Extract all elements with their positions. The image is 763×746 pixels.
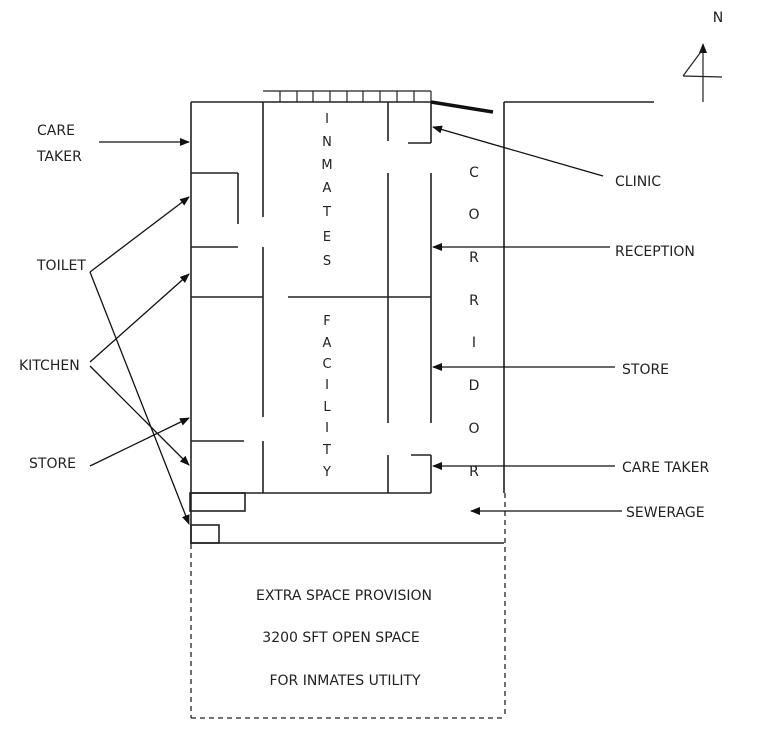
letter: I bbox=[325, 378, 329, 393]
north-compass-icon: N bbox=[682, 10, 723, 102]
letter: R bbox=[469, 464, 479, 480]
letter: A bbox=[323, 181, 332, 196]
label-clinic: CLINIC bbox=[615, 174, 661, 190]
letter: E bbox=[323, 230, 331, 245]
letter: C bbox=[469, 165, 479, 181]
letter: T bbox=[322, 205, 331, 220]
arrow-toilet-2 bbox=[89, 271, 190, 525]
arrow-toilet-1 bbox=[89, 196, 190, 273]
letter: O bbox=[468, 207, 479, 223]
arrow-clinic bbox=[432, 125, 604, 177]
right-pointer-arrows bbox=[432, 125, 622, 515]
letter: R bbox=[469, 293, 479, 309]
window-grille bbox=[263, 90, 494, 114]
extra-space-line1: EXTRA SPACE PROVISION bbox=[256, 588, 432, 604]
letter: A bbox=[323, 336, 332, 351]
extra-space-line3: FOR INMATES UTILITY bbox=[269, 673, 421, 689]
label-toilet: TOILET bbox=[36, 258, 86, 274]
label-store-right: STORE bbox=[622, 362, 669, 378]
letter: T bbox=[322, 443, 331, 458]
letter: F bbox=[323, 314, 330, 329]
left-pointer-arrows bbox=[89, 138, 190, 525]
arrow-kitchen-2 bbox=[89, 365, 190, 466]
letter: I bbox=[325, 112, 329, 127]
label-care-taker-left-line2: TAKER bbox=[36, 149, 82, 165]
letter: O bbox=[468, 421, 479, 437]
letter: C bbox=[322, 357, 331, 372]
label-care-taker-left: CARE bbox=[37, 123, 75, 139]
compass-north-label: N bbox=[713, 10, 723, 26]
gate-icon bbox=[430, 100, 494, 114]
inmates-text: I N M A T E S bbox=[321, 112, 332, 269]
corridor-text: C O R R I D O R bbox=[468, 165, 479, 480]
arrow-store-left bbox=[89, 417, 190, 467]
letter: N bbox=[322, 135, 332, 150]
label-reception: RECEPTION bbox=[615, 244, 695, 260]
arrow-kitchen-1 bbox=[89, 273, 190, 363]
label-sewerage: SEWERAGE bbox=[626, 505, 705, 521]
letter: S bbox=[323, 254, 331, 269]
letter: I bbox=[325, 421, 329, 436]
letter: D bbox=[469, 378, 480, 394]
letter: Y bbox=[322, 465, 331, 480]
label-kitchen: KITCHEN bbox=[19, 358, 80, 374]
extra-space-line2: 3200 SFT OPEN SPACE bbox=[262, 630, 419, 646]
building-walls bbox=[189, 101, 654, 544]
letter: L bbox=[323, 400, 331, 415]
label-care-taker-right: CARE TAKER bbox=[622, 460, 709, 476]
letter: I bbox=[472, 335, 476, 351]
extra-space-boundary bbox=[190, 493, 506, 719]
extra-space-text: EXTRA SPACE PROVISION 3200 SFT OPEN SPAC… bbox=[256, 588, 432, 689]
facility-text: F A C I L I T Y bbox=[322, 314, 332, 480]
letter: R bbox=[469, 250, 479, 266]
letter: M bbox=[321, 158, 332, 173]
label-store-left: STORE bbox=[29, 456, 76, 472]
